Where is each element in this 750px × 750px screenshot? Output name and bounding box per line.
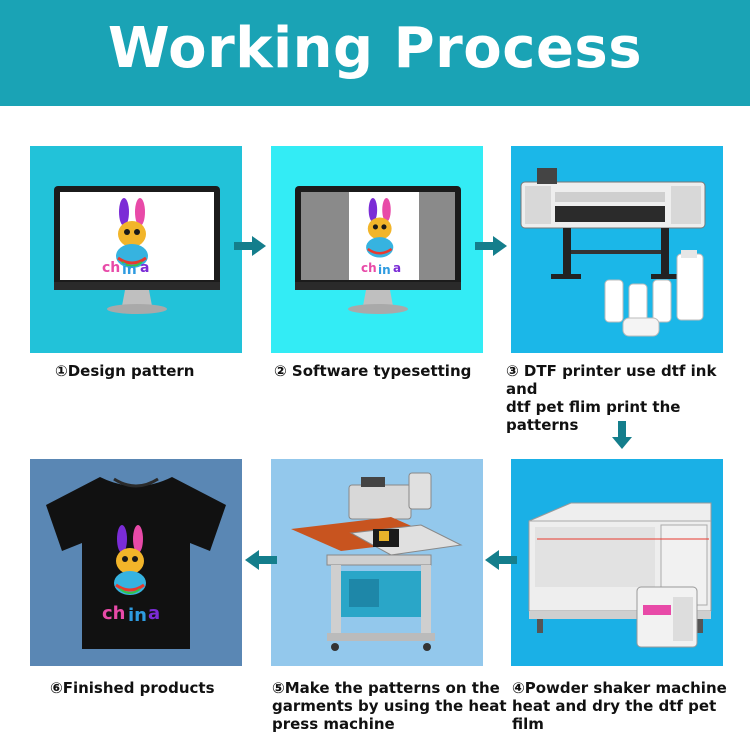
step-5-caption: ⑤Make the patterns on the garments by us… <box>272 679 507 733</box>
svg-text:in: in <box>378 263 391 277</box>
step-1-caption: ①Design pattern <box>55 362 195 380</box>
step-1-image: ch in a <box>30 146 242 353</box>
page-title: Working Process <box>107 16 643 81</box>
step-5-caption-line-1: ⑤Make the patterns on the <box>272 679 500 697</box>
monitor-icon: ch in a <box>295 186 461 314</box>
step-5-caption-line-3: press machine <box>272 715 395 733</box>
step-4-caption-line-1: ④Powder shaker machine <box>512 679 727 697</box>
svg-text:in: in <box>122 262 137 278</box>
arrow-left-icon <box>245 550 277 570</box>
step-3-caption-line-2: dtf pet flim print the patterns <box>506 398 681 434</box>
svg-text:a: a <box>148 603 160 624</box>
svg-text:ch: ch <box>361 261 377 275</box>
tshirt-icon: ch in a <box>46 477 226 649</box>
shaker-machine-icon <box>528 502 712 648</box>
svg-text:in: in <box>128 605 147 626</box>
arrow-right-icon <box>475 236 507 256</box>
header-banner: Working Process <box>0 0 750 106</box>
step-3-caption: ③ DTF printer use dtf ink and dtf pet fl… <box>506 362 750 434</box>
step-5-caption-line-2: garments by using the heat <box>272 697 507 715</box>
step-4-caption: ④Powder shaker machine heat and dry the … <box>512 679 750 733</box>
printer-icon <box>520 168 706 337</box>
svg-text:ch: ch <box>102 603 125 624</box>
arrow-left-icon <box>485 550 517 570</box>
svg-text:ch: ch <box>102 260 120 276</box>
arrow-right-icon <box>234 236 266 256</box>
step-6-caption: ⑥Finished products <box>50 679 215 697</box>
arrow-down-icon <box>612 421 632 449</box>
step-2-caption: ② Software typesetting <box>274 362 472 380</box>
step-3-caption-line-1: ③ DTF printer use dtf ink and <box>506 362 717 398</box>
step-2-image: ch in a <box>271 146 483 353</box>
svg-text:a: a <box>140 260 149 276</box>
monitor-icon: ch in a <box>54 186 220 314</box>
step-3-image <box>511 146 723 353</box>
step-4-image <box>511 459 723 666</box>
step-4-caption-line-2: heat and dry the dtf pet film <box>512 697 717 733</box>
step-5-image <box>271 459 483 666</box>
step-6-image: ch in a <box>30 459 242 666</box>
svg-text:a: a <box>393 261 401 275</box>
heat-press-icon <box>291 472 463 651</box>
